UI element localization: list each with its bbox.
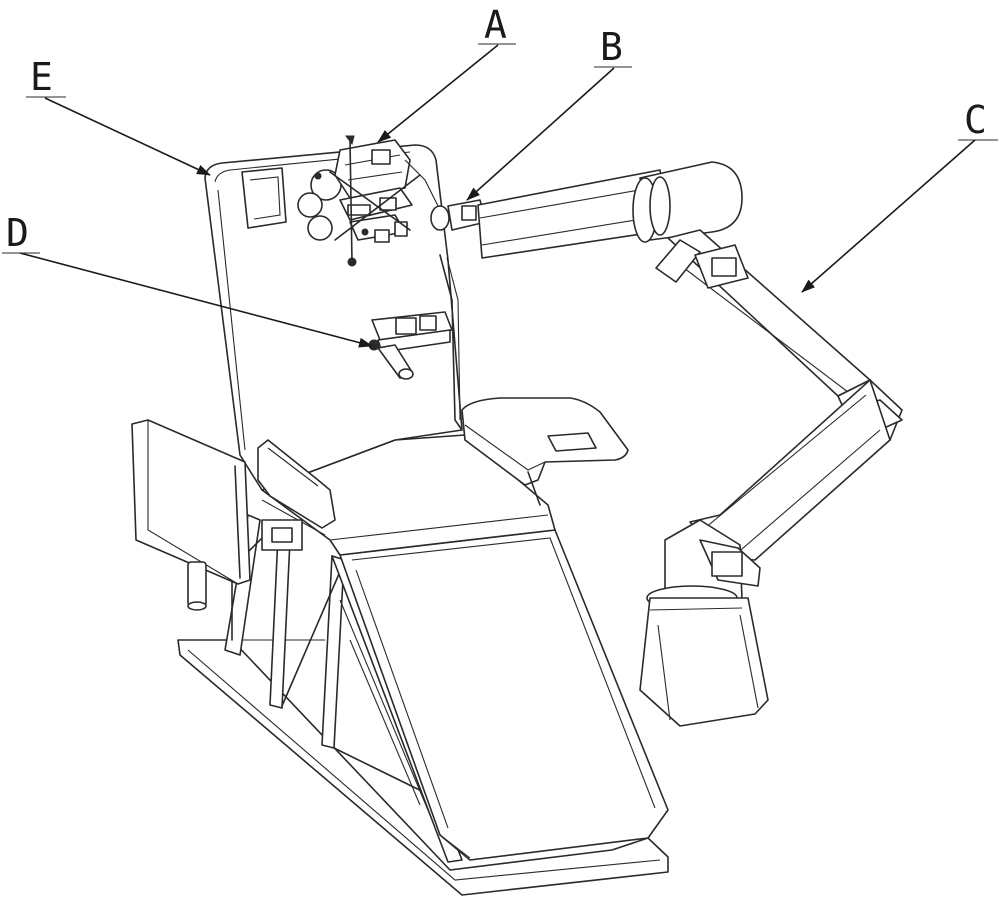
label-c: C	[964, 98, 987, 142]
leader-c	[802, 140, 975, 292]
leader-e	[45, 98, 210, 175]
label-a: A	[484, 3, 507, 47]
label-b: B	[600, 25, 623, 69]
label-d: D	[6, 211, 29, 255]
leader-b	[467, 68, 614, 200]
label-e: E	[30, 55, 53, 99]
leader-lines	[2, 44, 998, 346]
leader-a	[378, 45, 498, 142]
